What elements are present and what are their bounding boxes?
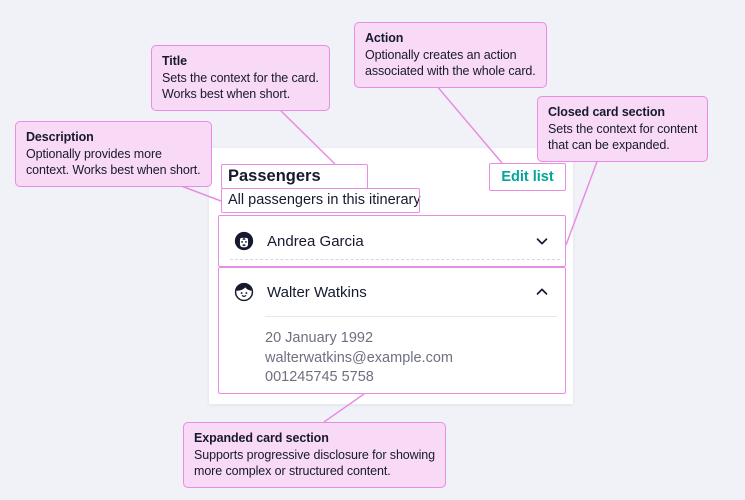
annotation-text: Works best when short. xyxy=(162,87,291,101)
annotation-text: associated with the whole card. xyxy=(365,64,536,78)
annotation-text: more complex or structured content. xyxy=(194,464,391,478)
expanded-content-divider xyxy=(265,316,557,317)
annotation-description: Description Optionally provides more con… xyxy=(15,121,212,187)
card-description: All passengers in this itinerary xyxy=(228,192,421,208)
passenger-details: 20 January 1992 walterwatkins@example.co… xyxy=(265,329,453,388)
card-title: Passengers xyxy=(228,167,321,185)
card-section-walter-header[interactable]: Walter Watkins xyxy=(218,267,566,317)
card-section-andrea[interactable]: Andrea Garcia xyxy=(218,215,566,267)
passenger-name: Walter Watkins xyxy=(267,283,367,301)
annotation-label: Action xyxy=(365,31,404,45)
section-divider xyxy=(230,259,560,260)
annotation-text: Sets the context for content xyxy=(548,121,698,136)
annotation-text: Optionally creates an action xyxy=(365,47,517,62)
passenger-email: walterwatkins@example.com xyxy=(265,349,453,366)
annotation-text: that can be expanded. xyxy=(548,138,670,152)
annotation-text: Optionally provides more xyxy=(26,146,162,161)
annotation-action: Action Optionally creates an action asso… xyxy=(354,22,547,88)
edit-list-button[interactable]: Edit list xyxy=(501,169,554,185)
passenger-phone: 001245745 5758 xyxy=(265,369,374,385)
annotation-label: Title xyxy=(162,54,187,68)
annotation-label: Description xyxy=(26,130,94,144)
annotation-text: context. Works best when short. xyxy=(26,163,201,177)
annotation-text: Sets the context for the card. xyxy=(162,70,319,85)
woman-avatar-icon xyxy=(234,231,254,251)
annotation-title: Title Sets the context for the card. Wor… xyxy=(151,45,330,111)
passenger-name: Andrea Garcia xyxy=(267,232,364,250)
boy-avatar-icon xyxy=(234,282,254,302)
annotation-closed-section: Closed card section Sets the context for… xyxy=(537,96,709,162)
chevron-up-icon[interactable] xyxy=(533,283,551,301)
annotation-label: Expanded card section xyxy=(194,431,329,445)
annotation-text: Supports progressive disclosure for show… xyxy=(194,447,435,462)
chevron-down-icon[interactable] xyxy=(533,232,551,250)
annotation-expanded-section: Expanded card section Supports progressi… xyxy=(183,422,446,488)
passenger-birthdate: 20 January 1992 xyxy=(265,330,374,346)
annotation-label: Closed card section xyxy=(548,105,665,119)
